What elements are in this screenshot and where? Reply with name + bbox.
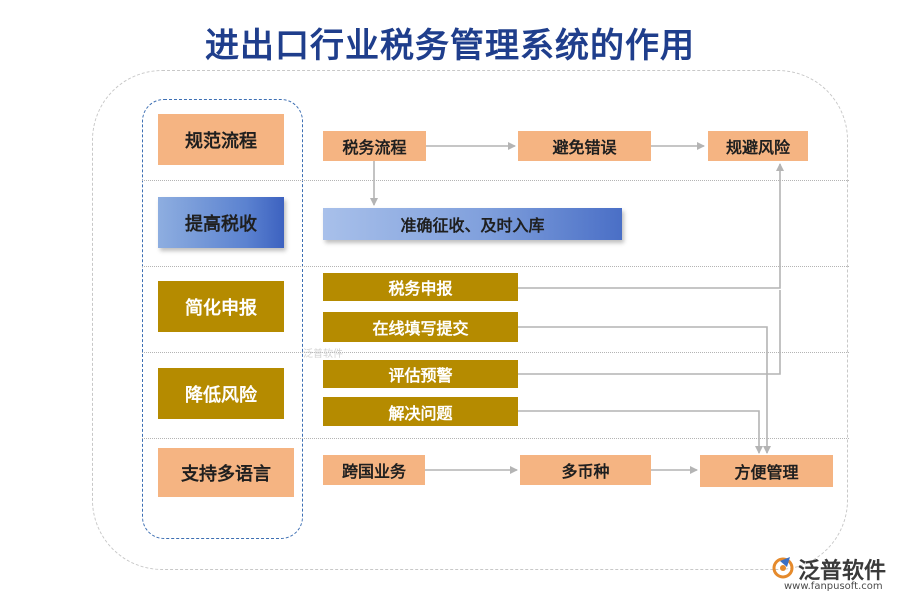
row-divider [142, 438, 849, 439]
row-divider [142, 266, 849, 267]
category-column-frame [142, 99, 303, 539]
row-divider [142, 180, 849, 181]
row-divider [142, 352, 849, 353]
category-language: 支持多语言 [158, 448, 294, 497]
category-simplify: 简化申报 [158, 281, 284, 332]
node-tax-process: 税务流程 [323, 131, 426, 161]
logo-url: www.fanpusoft.com [784, 581, 883, 592]
node-online-filling: 在线填写提交 [323, 312, 518, 342]
outer-frame [92, 70, 848, 570]
arrow-declaration-to-avoid-risk [518, 163, 784, 289]
category-tax: 提高税收 [158, 197, 284, 248]
node-cross-border: 跨国业务 [323, 455, 425, 485]
logo-mark-icon [772, 557, 794, 579]
node-avoid-risk: 规避风险 [708, 131, 808, 161]
node-solve-problems: 解决问题 [323, 397, 518, 426]
node-tax-declaration: 税务申报 [323, 273, 518, 301]
arrow-warning-to-risk-line [518, 290, 781, 375]
arrow-online-to-convenient [518, 326, 771, 454]
category-risk: 降低风险 [158, 368, 284, 419]
node-multi-currency: 多币种 [520, 455, 651, 485]
brand-logo: 泛普软件 www.fanpusoft.com [770, 551, 895, 597]
logo-name: 泛普软件 [798, 559, 887, 584]
node-accurate-collection: 准确征收、及时入库 [323, 208, 622, 240]
node-convenient-mgmt: 方便管理 [700, 455, 833, 487]
category-standardize: 规范流程 [158, 114, 284, 165]
watermark: 泛普软件 [303, 349, 343, 360]
node-avoid-errors: 避免错误 [518, 131, 651, 161]
page-title: 进出口行业税务管理系统的作用 [205, 26, 695, 66]
arrow-solve-to-convenient [518, 410, 763, 454]
node-assessment-warning: 评估预警 [323, 360, 518, 388]
